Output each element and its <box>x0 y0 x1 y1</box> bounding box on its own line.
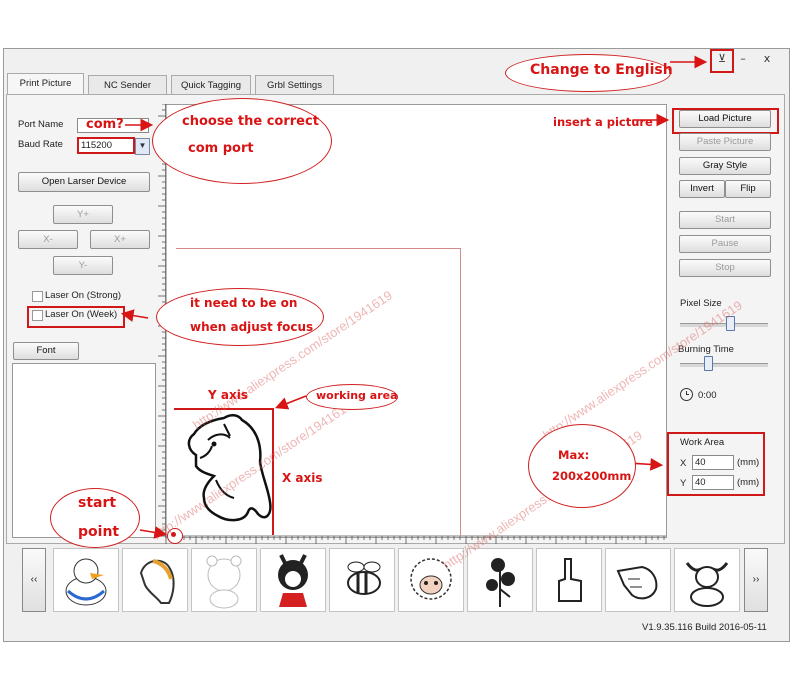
stop-button[interactable]: Stop <box>679 259 771 277</box>
flip-button[interactable]: Flip <box>725 180 771 198</box>
hand-icon <box>558 558 582 602</box>
work-area-label: Work Area <box>680 437 725 448</box>
thumbnail-ox[interactable] <box>674 548 740 612</box>
callout-start-point <box>50 488 140 548</box>
laser-strong-label: Laser On (Strong) <box>45 290 122 301</box>
callout-text: it need to be on <box>190 296 298 310</box>
pause-button[interactable]: Pause <box>679 235 771 253</box>
pony-icon <box>139 559 175 604</box>
load-picture-button[interactable]: Load Picture <box>679 110 771 128</box>
language-button[interactable]: ⊻ <box>710 49 734 73</box>
callout-text: choose the correct <box>182 114 319 129</box>
callout-text: when adjust focus <box>190 320 314 334</box>
horse-picture <box>187 414 272 522</box>
jog-x-minus-button[interactable]: X- <box>18 230 78 249</box>
arrow-start <box>139 526 168 539</box>
callout-text: insert a picture <box>553 115 653 129</box>
tab-quick-tagging[interactable]: Quick Tagging <box>171 75 251 96</box>
arrow-working-area <box>275 395 307 410</box>
burning-time-slider-thumb[interactable] <box>703 356 713 371</box>
callout-text: 200x200mm <box>552 469 632 483</box>
callout-working-area <box>306 384 398 410</box>
baud-rate-label: Baud Rate <box>18 139 63 150</box>
thumbnail-sheep[interactable] <box>398 548 464 612</box>
arrow-focus <box>120 309 149 322</box>
tab-nc-sender[interactable]: NC Sender <box>88 75 167 96</box>
version-label: V1.9.35.116 Build 2016-05-11 <box>642 622 767 633</box>
x-label: X <box>680 458 687 469</box>
burning-time-label: Burning Time <box>678 344 734 355</box>
x-unit: (mm) <box>737 457 760 468</box>
jog-y-minus-button[interactable]: Y- <box>53 256 113 275</box>
jog-y-plus-button[interactable]: Y+ <box>53 205 113 224</box>
origin-dot <box>171 532 176 537</box>
pixel-size-slider-thumb[interactable] <box>726 316 736 331</box>
duck-icon <box>65 558 107 606</box>
work-area-x-input[interactable]: 40 <box>692 455 734 470</box>
pixel-size-label: Pixel Size <box>680 298 722 309</box>
ox-icon <box>685 562 729 607</box>
girl-icon <box>278 554 308 607</box>
y-unit: (mm) <box>737 477 760 488</box>
invert-button[interactable]: Invert <box>679 180 725 198</box>
max-area-outline <box>176 248 461 537</box>
font-button[interactable]: Font <box>13 342 79 360</box>
bee-icon <box>347 561 381 595</box>
tab-grbl-settings[interactable]: Grbl Settings <box>255 75 334 96</box>
tab-print-picture[interactable]: Print Picture <box>7 73 84 96</box>
thumbnail-hand[interactable] <box>536 548 602 612</box>
sheep-icon <box>410 558 452 600</box>
thumbnail-pony[interactable] <box>122 548 188 612</box>
work-area-group <box>667 432 765 496</box>
callout-text: Change to English <box>530 62 673 78</box>
chevron-down-icon[interactable]: ▼ <box>135 138 150 155</box>
work-area-outline <box>174 408 274 535</box>
thumbnail-pointing-hand[interactable] <box>605 548 671 612</box>
laser-strong-checkbox[interactable] <box>32 291 43 302</box>
callout-change-english <box>505 54 671 92</box>
gray-style-button[interactable]: Gray Style <box>679 157 771 175</box>
prev-thumbnails-button[interactable]: ‹‹ <box>22 548 46 612</box>
minimize-button[interactable]: – <box>734 51 752 67</box>
callout-text: point <box>78 524 120 540</box>
pointing-hand-icon <box>616 565 658 600</box>
callout-text: start <box>78 495 117 511</box>
callout-text: Y axis <box>208 388 248 402</box>
minimize-icon: – <box>740 52 746 65</box>
callout-text: working area <box>316 389 398 402</box>
open-device-button[interactable]: Open Larser Device <box>18 172 150 192</box>
timer-display: 0:00 <box>698 390 717 401</box>
callout-text: com? <box>86 117 124 132</box>
y-label: Y <box>680 478 687 489</box>
close-icon: x <box>763 52 771 65</box>
thumbnail-girl[interactable] <box>260 548 326 612</box>
jog-x-plus-button[interactable]: X+ <box>90 230 150 249</box>
pixel-size-slider[interactable] <box>680 323 768 327</box>
flowers-icon <box>486 558 515 607</box>
thumbnail-bee[interactable] <box>329 548 395 612</box>
callout-text: com port <box>188 141 254 156</box>
thumbnail-duck[interactable] <box>53 548 119 612</box>
next-thumbnails-button[interactable]: ›› <box>744 548 768 612</box>
callout-focus <box>156 288 324 346</box>
laser-week-checkbox[interactable] <box>32 310 43 321</box>
laser-week-label: Laser On (Week) <box>45 309 118 320</box>
port-name-label: Port Name <box>18 119 64 130</box>
callout-max <box>528 424 636 508</box>
work-area-y-input[interactable]: 40 <box>692 475 734 490</box>
callout-text: X axis <box>282 471 323 485</box>
burning-time-slider[interactable] <box>680 363 768 367</box>
paste-picture-button[interactable]: Paste Picture <box>679 133 771 151</box>
clock-icon <box>680 388 693 401</box>
close-button[interactable]: x <box>758 51 776 67</box>
callout-text: Max: <box>558 448 590 462</box>
callout-choose-port <box>152 98 332 184</box>
bear-icon <box>206 555 242 609</box>
start-button[interactable]: Start <box>679 211 771 229</box>
down-arrow-icon: ⊻ <box>717 52 727 65</box>
thumbnail-flowers[interactable] <box>467 548 533 612</box>
baud-rate-select[interactable]: 115200 <box>77 137 135 154</box>
thumbnail-bear[interactable] <box>191 548 257 612</box>
